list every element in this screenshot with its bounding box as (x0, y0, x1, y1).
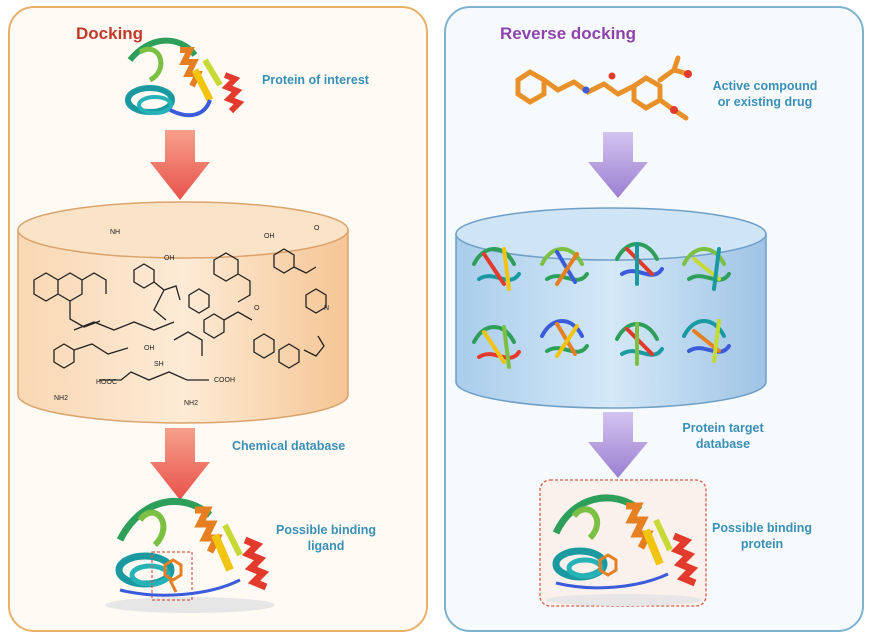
chem-label: NH2 (184, 400, 198, 407)
protein-target-database-label: Protein target database (668, 420, 778, 452)
possible-binding-ligand-line-1: Possible binding (275, 523, 376, 537)
chem-label: COOH (214, 377, 235, 384)
chem-label: OH (144, 345, 155, 352)
possible-binding-ligand-line-2: ligand (307, 539, 345, 553)
chem-label: SH (154, 361, 164, 368)
red-arrow-down-icon (150, 130, 210, 200)
chem-label: NH (110, 229, 120, 236)
purple-arrow-down-icon (588, 132, 648, 198)
chemical-database-cylinder: NH OH NH2 OH COOH HOOC SH NH2 O N O OH (17, 201, 349, 424)
protein-target-line-1: Protein target (682, 421, 764, 435)
binding-ligand-protein-image (105, 497, 275, 613)
purple-arrow-down-icon (588, 412, 648, 478)
chem-label: HOOC (96, 379, 117, 386)
chem-label: NH2 (54, 395, 68, 402)
protein-target-database-cylinder (455, 207, 767, 409)
protein-of-interest-label: Protein of interest (262, 73, 369, 87)
possible-binding-protein-label: Possible binding protein (702, 520, 822, 552)
protein-target-line-2: database (695, 437, 751, 451)
chem-label: O (314, 225, 320, 232)
active-compound-molecule-image (515, 55, 692, 121)
active-compound-line-2: or existing drug (717, 95, 813, 109)
possible-binding-protein-line-2: protein (740, 537, 784, 551)
active-compound-label: Active compound or existing drug (700, 78, 830, 110)
protein-of-interest-image (125, 37, 245, 118)
chem-label: N (324, 305, 329, 312)
red-arrow-down-icon (150, 428, 210, 500)
docking-title: Docking (76, 24, 144, 43)
possible-binding-ligand-label: Possible binding ligand (266, 522, 386, 554)
chem-label: O (254, 305, 260, 312)
possible-binding-protein-line-1: Possible binding (711, 521, 812, 535)
chem-label: OH (164, 255, 175, 262)
reverse-docking-title: Reverse docking (500, 24, 637, 43)
active-compound-line-1: Active compound (712, 79, 818, 93)
binding-protein-image (539, 479, 707, 607)
chemical-database-label: Chemical database (232, 439, 346, 453)
chem-label: OH (264, 233, 275, 240)
